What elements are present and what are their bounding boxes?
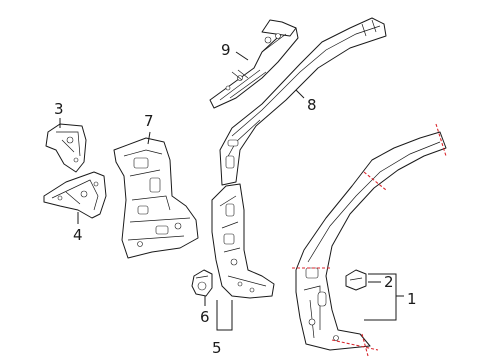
part-2-clip [345, 269, 367, 291]
part-6-clip [191, 269, 213, 297]
callout-6: 6 [200, 308, 210, 326]
part-7-inner-panel [113, 137, 199, 259]
part-8-pillar-upper [219, 17, 387, 186]
callout-8: 8 [307, 96, 317, 114]
leader-lines [59, 51, 404, 331]
callout-7: 7 [144, 112, 154, 130]
cut-marks [292, 123, 447, 357]
callout-2: 2 [384, 273, 394, 291]
callout-9: 9 [221, 41, 231, 59]
part-1-pillar-outer [295, 131, 447, 351]
callout-3: 3 [54, 100, 64, 118]
callout-5: 5 [212, 339, 222, 357]
callout-4: 4 [73, 226, 83, 244]
part-9-upper-bracket [209, 19, 299, 109]
part-3-bracket [45, 123, 87, 173]
part-4-bracket [43, 171, 107, 219]
callout-1: 1 [407, 290, 417, 308]
part-5-center-reinforcement [211, 183, 275, 299]
